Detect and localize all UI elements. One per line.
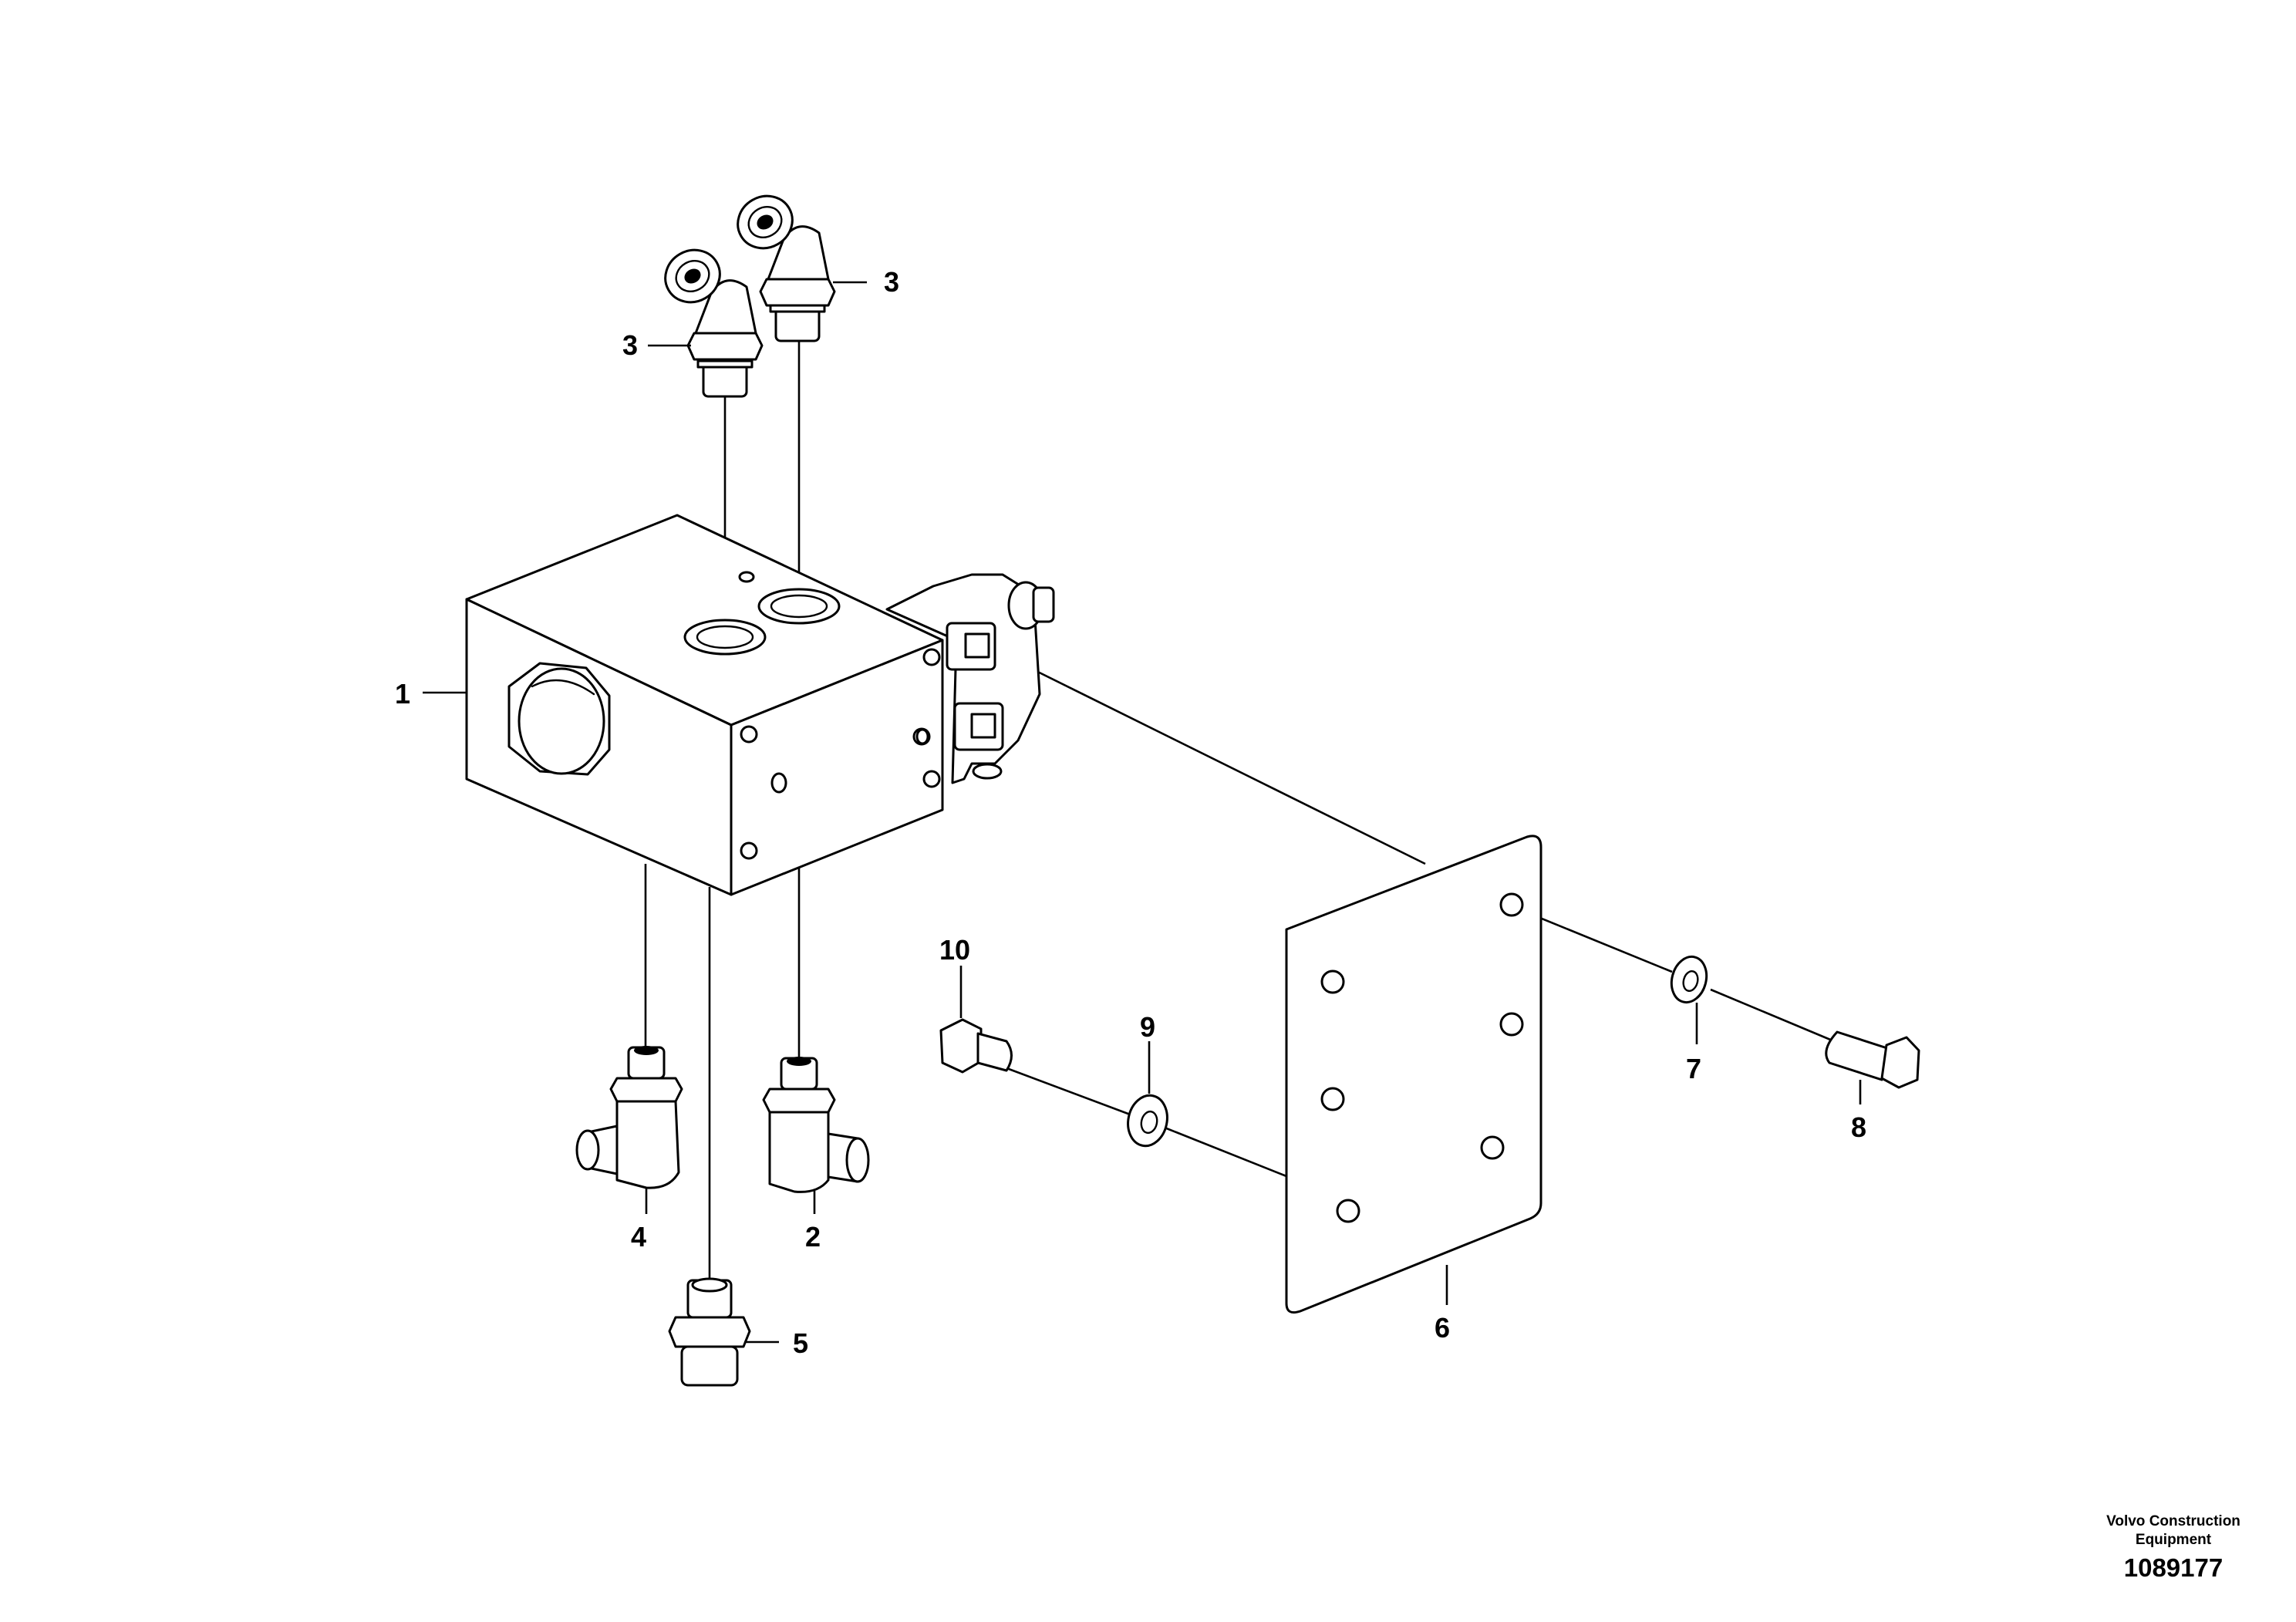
bolt-10 bbox=[939, 1018, 1013, 1074]
bolt-8 bbox=[1825, 1030, 1920, 1089]
callout-2: 2 bbox=[805, 1221, 821, 1253]
callout-labels: 1 3 3 4 2 5 6 7 8 9 10 bbox=[395, 266, 1866, 1359]
callout-6: 6 bbox=[1435, 1312, 1450, 1344]
elbow-fitting-2 bbox=[762, 1057, 870, 1193]
callout-9: 9 bbox=[1140, 1011, 1155, 1043]
washer-7 bbox=[1670, 955, 1708, 1004]
fitting-45-left bbox=[664, 248, 764, 398]
drawing-number: 1089177 bbox=[2124, 1553, 2223, 1582]
washer-9 bbox=[1127, 1094, 1168, 1148]
mounting-plate bbox=[1285, 835, 1542, 1314]
brand-line-1: Volvo Construction bbox=[2106, 1513, 2240, 1529]
brand-line-2: Equipment bbox=[2136, 1532, 2212, 1548]
fitting-45-right bbox=[737, 194, 836, 342]
callout-4: 4 bbox=[631, 1221, 646, 1253]
callout-5: 5 bbox=[793, 1327, 808, 1359]
callout-8: 8 bbox=[1851, 1111, 1866, 1143]
callout-10: 10 bbox=[939, 934, 970, 966]
callout-3-right: 3 bbox=[884, 266, 899, 298]
footer-block: Volvo Construction Equipment 1089177 bbox=[2106, 1513, 2240, 1582]
elbow-fitting-4 bbox=[575, 1046, 683, 1189]
callout-7: 7 bbox=[1686, 1053, 1701, 1084]
callout-1: 1 bbox=[395, 678, 410, 710]
straight-nipple-5 bbox=[668, 1277, 751, 1387]
callout-3-left: 3 bbox=[622, 329, 638, 361]
callout-ticks bbox=[423, 281, 1862, 1344]
valve-block bbox=[465, 514, 1055, 896]
